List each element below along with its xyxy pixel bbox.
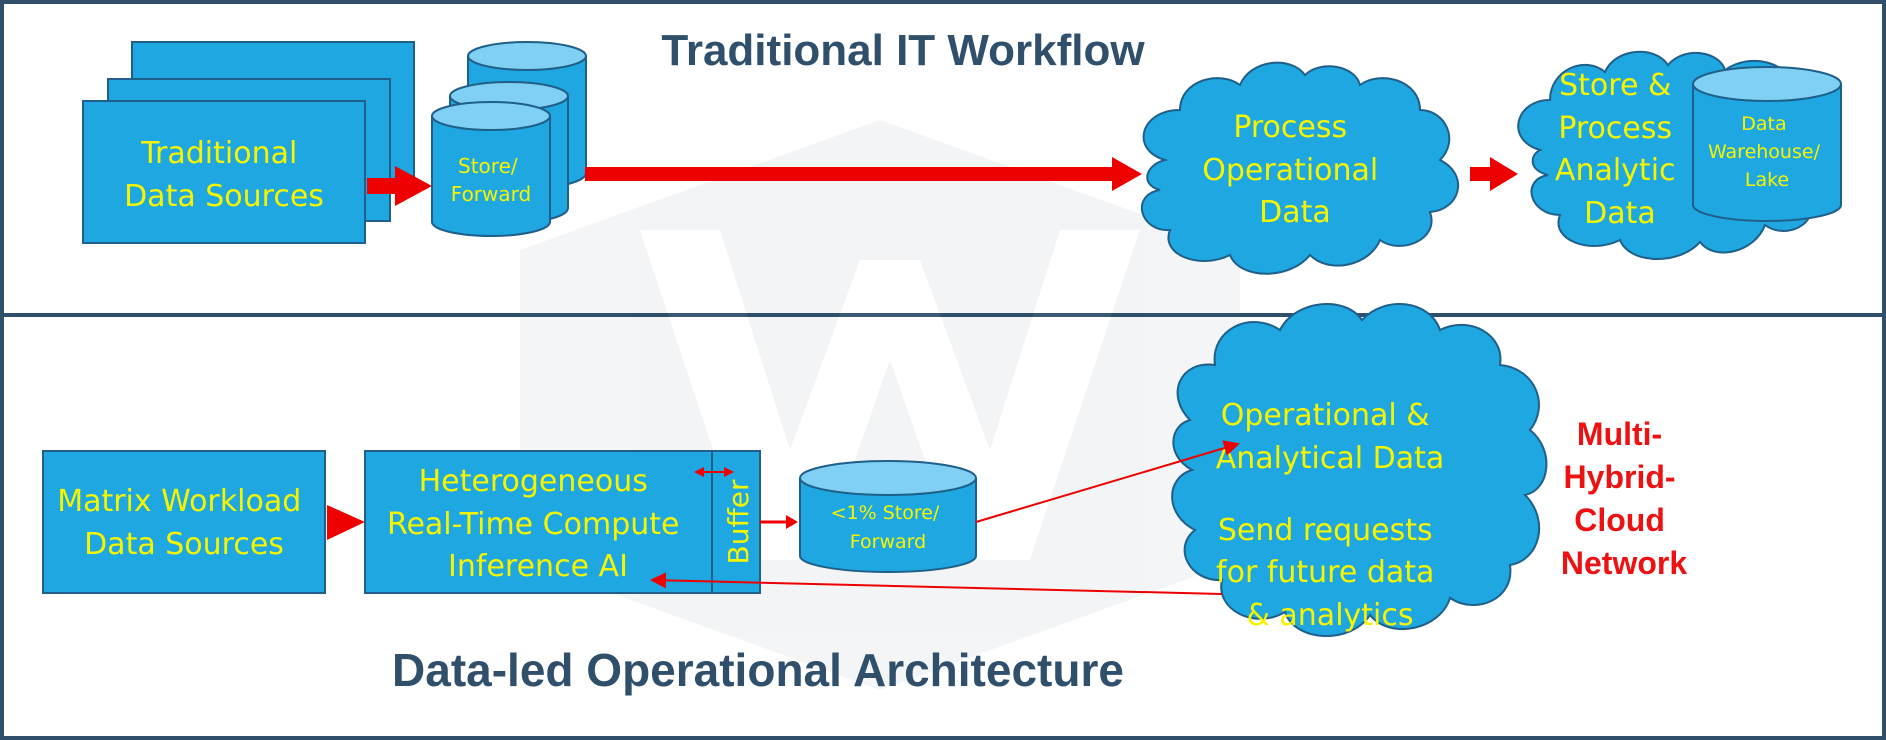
data-warehouse-cylinder: Data Warehouse/ Lake: [1692, 66, 1842, 222]
data-warehouse-label: Data Warehouse/ Lake: [1708, 113, 1826, 191]
traditional-sources-stack: Traditional Data Sources: [82, 41, 415, 244]
analytic-cloud-label: Store & Process Analytic Data: [1555, 68, 1685, 231]
cloud-label-requests: Send requests for future data & analytic…: [1216, 513, 1444, 633]
compute-box-rect: [364, 450, 761, 594]
buffer-label: Buffer: [722, 479, 755, 564]
matrix-sources: Matrix Workload Data Sources: [42, 450, 326, 594]
compute-box: Heterogeneous Real-Time Compute Inferenc…: [364, 450, 761, 594]
buffer-double-arrow: [694, 467, 734, 477]
arrow-sources-to-store: [367, 166, 432, 206]
matrix-sources-box: [42, 450, 326, 594]
network-label: Multi- Hybrid- Cloud Network: [1561, 416, 1687, 581]
small-store-label: <1% Store/ Forward: [831, 502, 946, 553]
source-box-front: [82, 100, 366, 244]
store-forward-cylinders: Store/ Forward: [431, 41, 587, 237]
store-forward-label: Store/ Forward: [451, 154, 531, 206]
matrix-sources-label: Matrix Workload Data Sources: [57, 484, 311, 562]
compute-label: Heterogeneous Real-Time Compute Inferenc…: [387, 464, 689, 584]
operational-analytical-cloud: Operational & Analytical Data Send reque…: [1171, 303, 1548, 637]
process-cloud: Process Operational Data: [1140, 61, 1459, 275]
arrow-matrix-to-compute: [327, 505, 365, 540]
arrow-cloud-to-compute: [650, 572, 1223, 595]
arrow-store-to-cloud: [975, 440, 1240, 523]
cloud-label-operational: Operational & Analytical Data: [1216, 398, 1445, 476]
arrow-buffer-to-store: [760, 515, 798, 529]
small-store-cylinder: <1% Store/ Forward: [799, 460, 977, 573]
traditional-sources-label: Traditional Data Sources: [124, 136, 324, 214]
bottom-title: Data-led Operational Architecture: [392, 644, 1124, 696]
cylinder-front: [431, 101, 551, 237]
process-cloud-label: Process Operational Data: [1202, 110, 1388, 230]
top-title: Traditional IT Workflow: [661, 26, 1145, 75]
arrow-process-to-analytic: [1470, 157, 1518, 191]
arrow-store-to-process: [585, 157, 1142, 191]
